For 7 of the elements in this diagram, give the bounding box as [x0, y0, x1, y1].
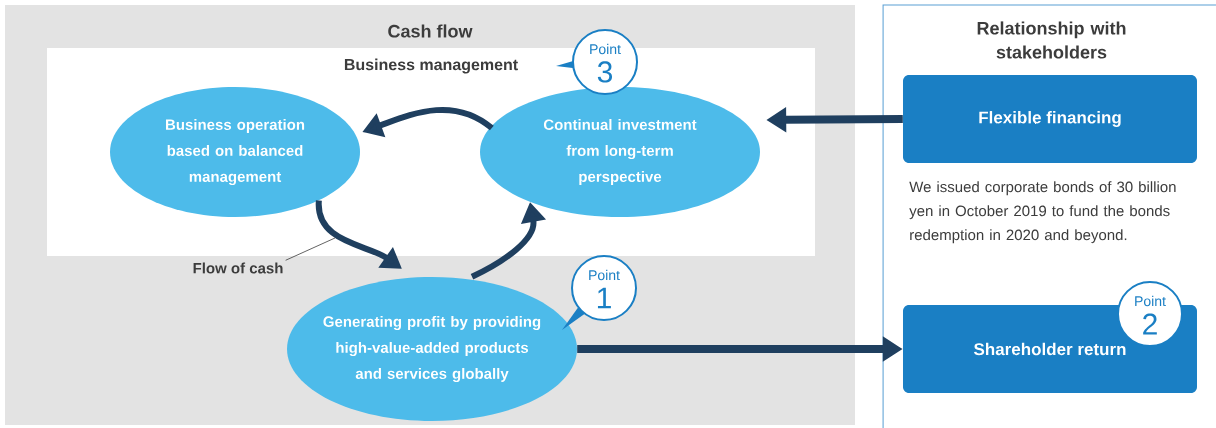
rounded-box: Flexible financing [903, 75, 1197, 163]
leader-line [285, 237, 336, 261]
annotation-text: Flow of cash [193, 262, 283, 274]
point-badge: Point 3 [556, 29, 638, 95]
point-badge: Point 1 [562, 255, 637, 330]
point-badge: Point 2 [1117, 281, 1183, 347]
note-text: We issued corporate bonds of 30 billion yen in October 2019 to fund the bonds redemption in 2020 and beyond. [909, 181, 1176, 244]
